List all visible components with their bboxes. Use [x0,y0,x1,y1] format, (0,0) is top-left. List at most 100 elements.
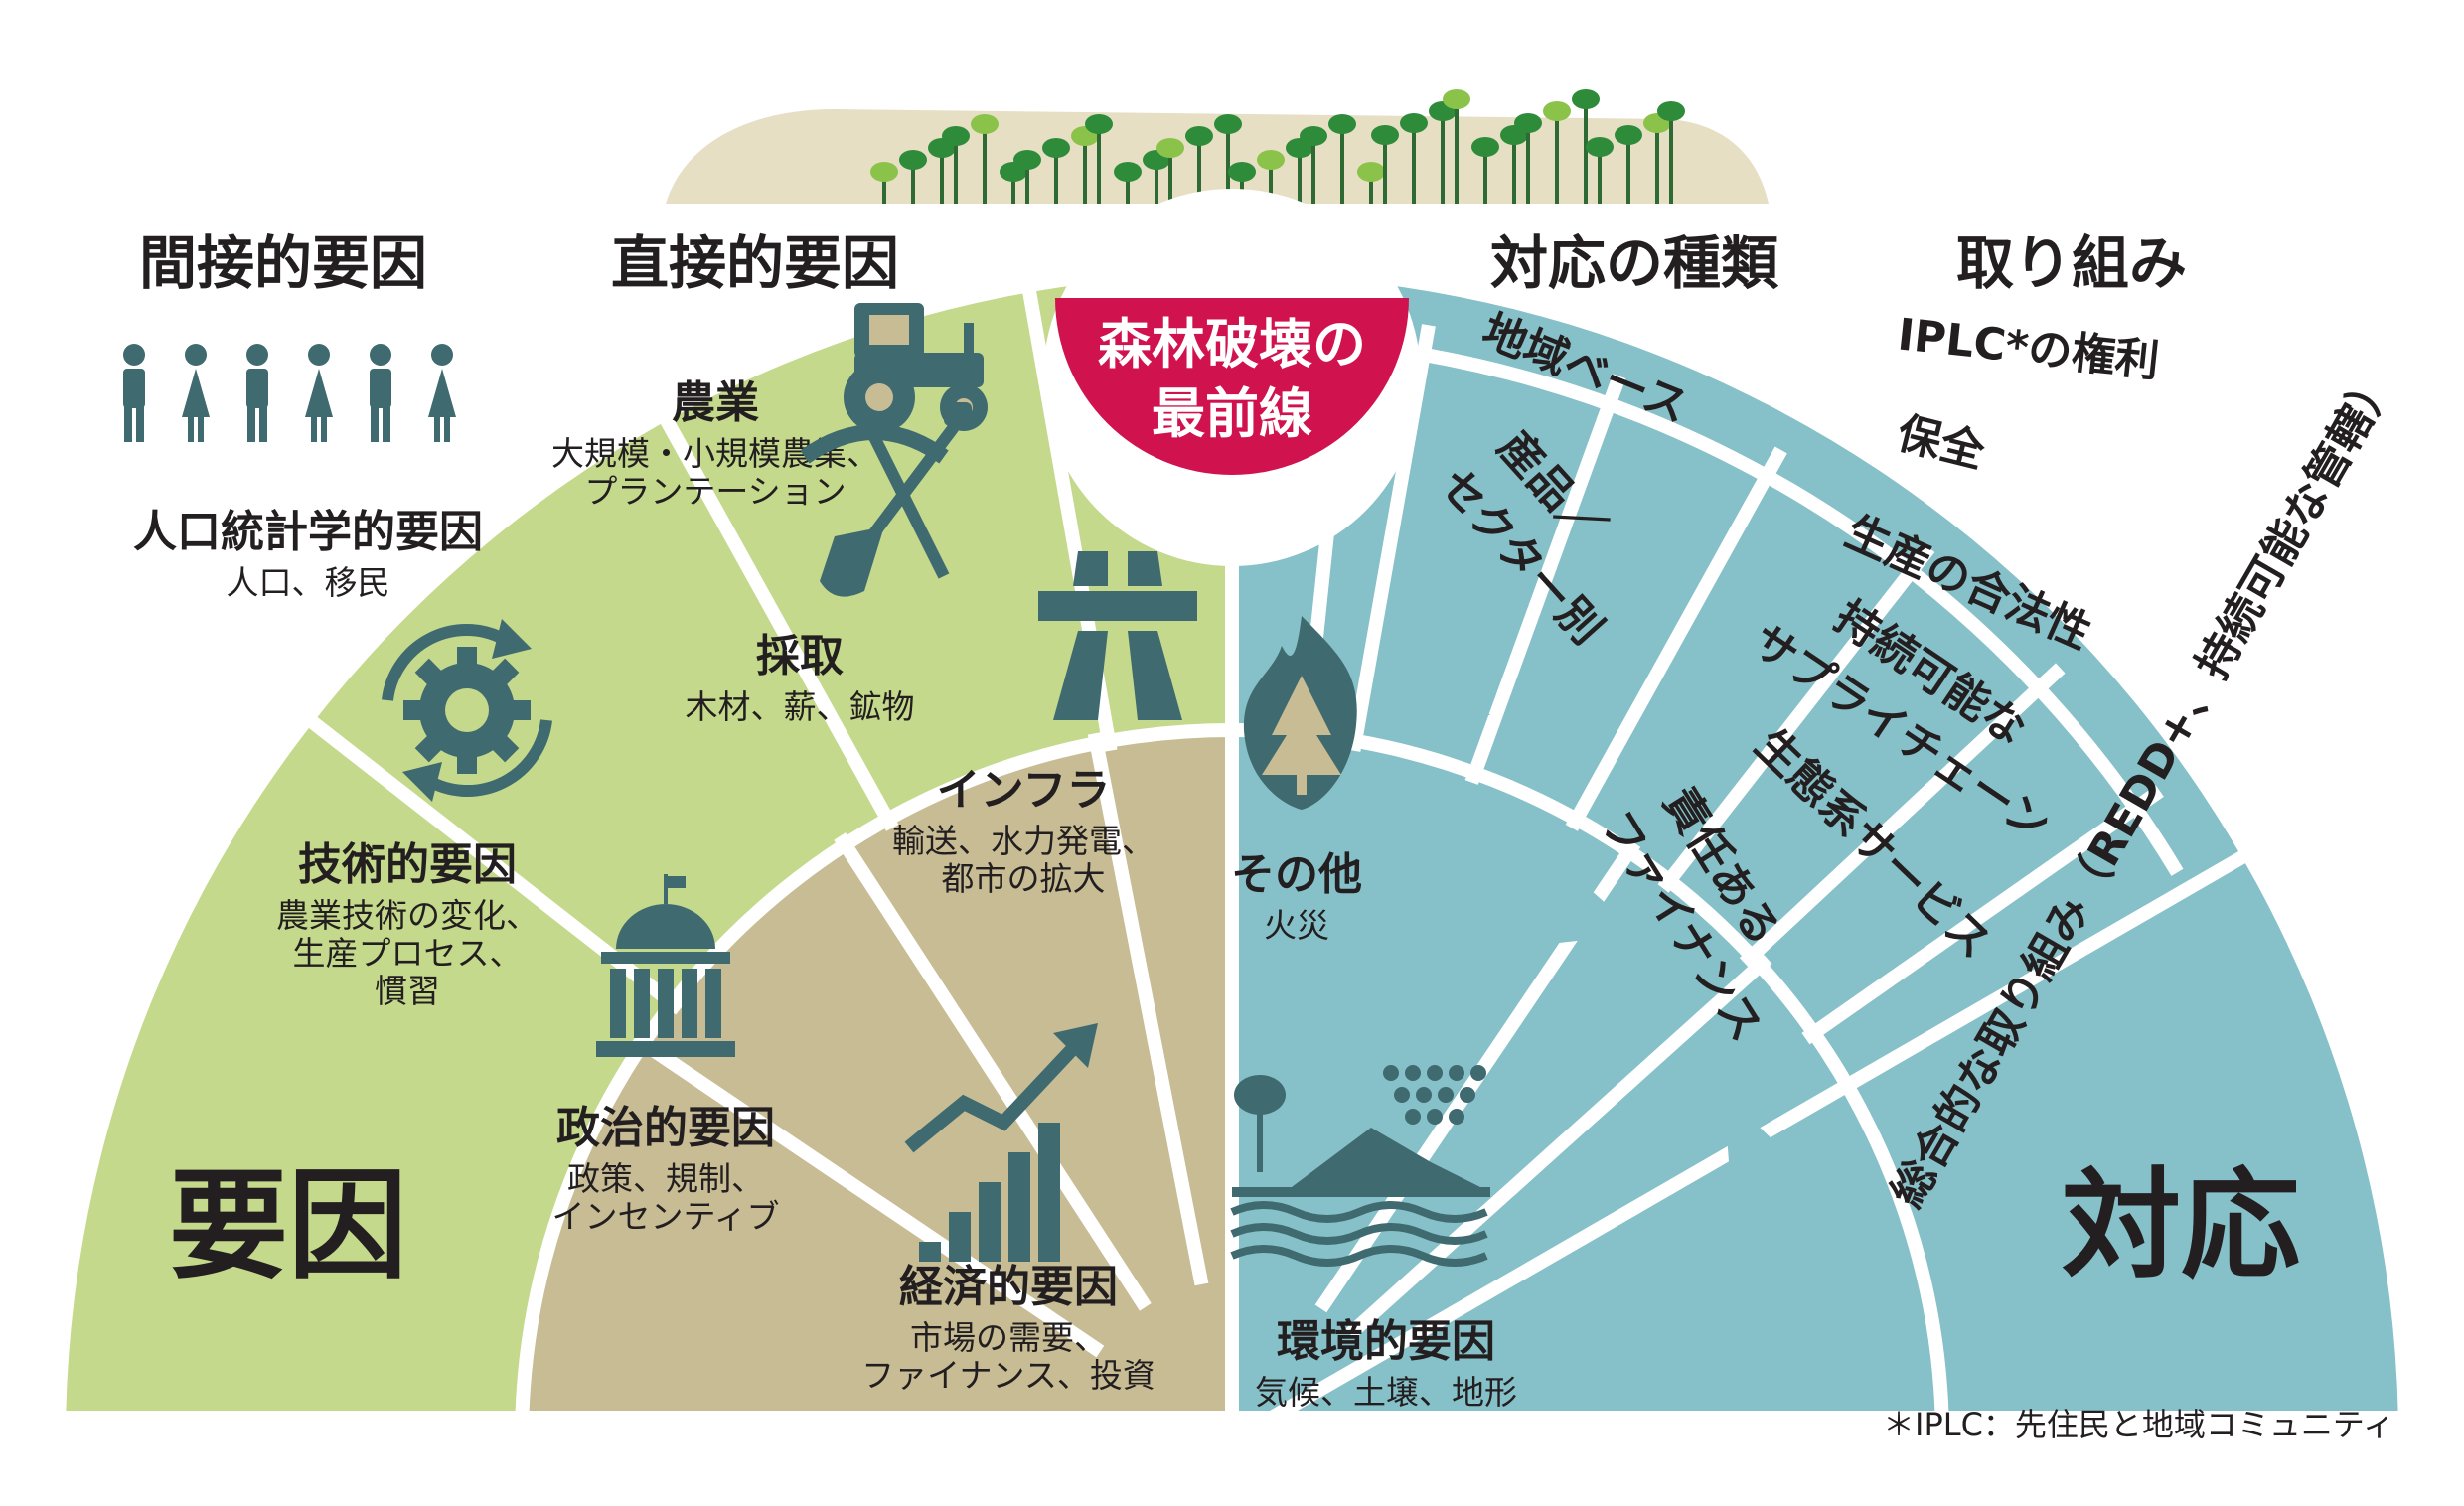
tree-crown [1156,138,1184,158]
tree-trunk [1383,137,1387,204]
tree-trunk [1655,125,1659,204]
direct-separator [834,832,1152,1311]
tree-trunk [1311,138,1315,204]
tree-trunk [1269,162,1273,204]
direct-factor-desc: 輸送、水力発電、 [892,822,1155,860]
indirect-factor-title: 経済的要因 [899,1262,1118,1312]
tree-trunk [1526,125,1530,204]
tree-trunk [940,150,944,204]
indirect-factor-desc: ファイナンス、投資 [861,1356,1155,1395]
comprehensive-band-border [1270,331,2184,876]
tree-trunk [1155,162,1158,204]
deforestation-frontline-center: 森林破壊の 最前線 [1043,189,1421,566]
person-icon [428,344,456,442]
response-arrow [1540,844,1639,944]
header-response-types: 対応の種類 [1490,229,1779,297]
tree-crown [1615,125,1642,145]
footnote: ＊IPLC：先住民と地域コミュニティ [1883,1406,2394,1443]
tree-trunk [1412,125,1416,204]
tree-trunk [1584,101,1588,204]
direct-factor-desc: 木材、薪、鉱物 [686,687,915,726]
tree-crown [1114,162,1142,182]
indirect-factor-desc: 人口、移民 [227,563,390,602]
direct-separator [1087,731,1209,1286]
direct-factor-title: インフラ [937,765,1111,816]
tree-trunk [1126,174,1130,204]
initiative-label: 保全 [1893,408,1991,479]
person-icon [182,344,210,442]
tree-trunk [1168,150,1172,204]
direct-factor-desc: 火災 [1264,906,1329,945]
tree-crown [1471,137,1499,157]
tree-crown [1543,101,1571,121]
tree-crown [1214,114,1242,134]
tree-trunk [1669,113,1673,204]
tree-crown [1357,162,1385,182]
indirect-factor-desc: 慣習 [375,972,440,1010]
tree-trunk [1298,150,1302,204]
tree-trunk [1025,162,1029,204]
inner-ring-border [515,723,1949,1441]
indirect-factor-title: 技術的要因 [298,839,517,890]
tree-trunk [1626,137,1630,204]
indirect-factor-desc: 生産プロセス、 [293,934,523,973]
tree-trunk [911,162,915,204]
person-icon [246,344,268,442]
response-type-separator [1345,953,1772,1340]
government-building-icon [596,874,735,1057]
tree-crown [1400,113,1428,133]
environment-icon [1230,1065,1490,1267]
tree-crown [1185,126,1213,146]
tree-trunk [1054,150,1058,204]
direct-factor-title: 農業 [672,377,759,428]
gear-cycle-icon [382,619,552,802]
tree-crown [1013,150,1041,170]
tree-trunk [1555,113,1559,204]
tree-crown [1085,114,1113,134]
tree-trunk [983,126,987,204]
direct-factor-desc: 都市の拡大 [942,859,1106,898]
bottom-mask [0,1411,2464,1506]
response-arrow [1724,1093,1858,1232]
tree-crown [1514,113,1542,133]
tree-crown [1228,162,1256,182]
indirect-factor-desc: インセンティブ [551,1197,779,1236]
tree-trunk [1512,137,1516,204]
tree-crown [942,126,970,146]
indirect-factor-title: 環境的要因 [1277,1316,1495,1367]
center-title-line1: 森林破壊の [1098,313,1366,376]
tree-crown [870,162,898,182]
forest-hill-illustration [666,89,1769,204]
tree-trunk [882,174,886,204]
tree-crown [1572,89,1600,109]
tree-crown [1328,114,1356,134]
person-icon [370,344,391,442]
big-label-responses: 対応 [2062,1157,2300,1295]
tree-crown [1586,137,1614,157]
tree-crown [1257,150,1285,170]
initiative-separator [1565,446,1787,831]
pickaxe-shovel-icon [800,402,972,597]
indirect-factor-desc: 市場の需要、 [910,1318,1107,1357]
tree-trunk [1097,126,1101,204]
indirect-factor-desc: 政策、規制、 [567,1159,764,1198]
growth-chart-icon [904,1023,1098,1262]
tree-trunk [1240,174,1244,204]
tree-crown [1042,138,1070,158]
tree-trunk [1197,138,1201,204]
tree-crown [1657,101,1685,121]
tree-crown [899,150,927,170]
initiative-separator [1739,663,2066,969]
tree-trunk [1483,149,1487,204]
header-initiatives: 取り組み [1956,229,2187,297]
indirect-factor-title: 政治的要因 [556,1103,775,1153]
tree-trunk [1441,113,1445,204]
big-label-causes: 要因 [169,1157,407,1295]
initiative-separator [1464,374,1626,785]
tree-trunk [954,138,958,204]
tree-trunk [1340,126,1344,204]
initiative-label: IPLC*の権利 [1896,309,2162,386]
person-icon [123,344,145,442]
indirect-factor-desc: 気候、土壌、地形 [1255,1373,1517,1412]
